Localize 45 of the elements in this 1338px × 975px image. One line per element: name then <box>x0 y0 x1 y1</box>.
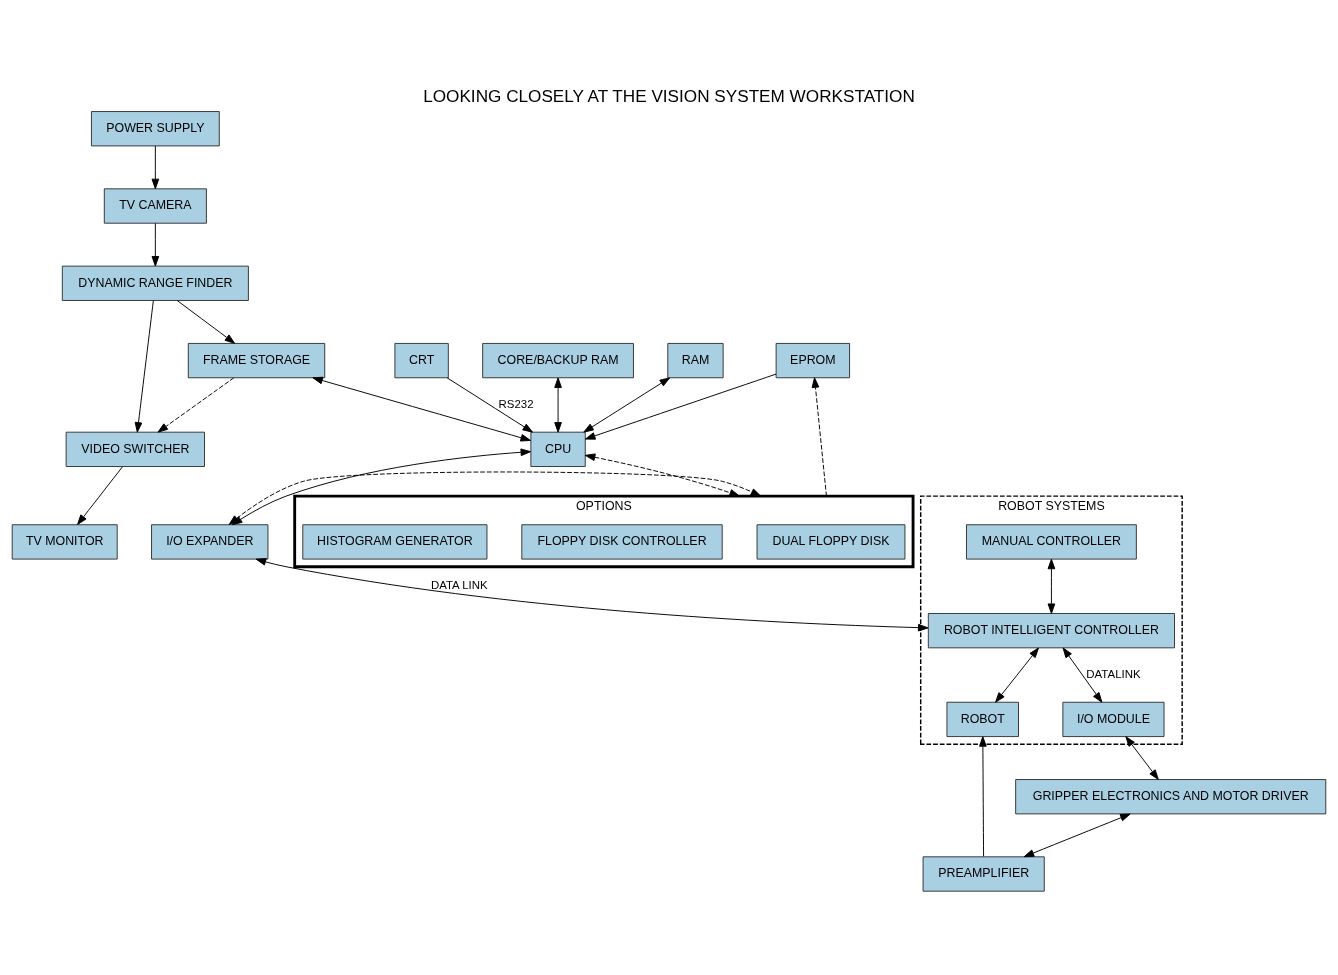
edge-label: DATALINK <box>1086 667 1141 680</box>
arrow <box>134 299 154 433</box>
node-box: TV CAMERA <box>103 187 207 224</box>
node-box: FLOPPY DISK CONTROLLER <box>521 523 723 560</box>
arrow <box>1023 813 1131 857</box>
node-box: FRAME STORAGE <box>187 342 326 378</box>
node-box: CRT <box>394 342 449 378</box>
edge-label: DATA LINK <box>430 578 488 591</box>
arrow <box>446 376 533 433</box>
node-box: EPROM <box>775 342 851 378</box>
arrow <box>77 465 123 525</box>
arrow <box>151 222 160 266</box>
arrow <box>584 373 777 440</box>
arrow <box>1125 735 1159 780</box>
arrow <box>312 376 531 441</box>
diagram-title: LOOKING CLOSELY AT THE VISION SYSTEM WORKSTATION <box>423 85 915 106</box>
node-box: ROBOT INTELLIGENT CONTROLLER <box>927 612 1175 648</box>
arrow <box>151 145 160 189</box>
arrow <box>1047 558 1056 614</box>
arrow <box>583 376 671 433</box>
arrow <box>811 376 827 497</box>
arrow <box>1062 647 1103 703</box>
arrow <box>255 557 929 631</box>
node-box: RAM <box>667 342 724 378</box>
node-box: VIDEO SWITCHER <box>65 431 205 467</box>
arrow <box>979 735 987 857</box>
arrow <box>554 376 562 433</box>
node-box: MANUAL CONTROLLER <box>966 523 1137 560</box>
node-box: TV MONITOR <box>11 523 118 560</box>
node-box: DUAL FLOPPY DISK <box>756 523 906 560</box>
node-box: HISTOGRAM GENERATOR <box>302 523 488 560</box>
arrow <box>995 647 1039 703</box>
node-box: I/O MODULE <box>1062 701 1165 737</box>
node-box: POWER SUPPLY <box>90 110 220 146</box>
arrow <box>176 299 236 344</box>
node-box: GRIPPER ELECTRONICS AND MOTOR DRIVER <box>1015 778 1327 814</box>
node-box: ROBOT <box>946 701 1019 737</box>
node-box: DYNAMIC RANGE FINDER <box>61 265 249 301</box>
node-box: CPU <box>530 431 586 467</box>
node-box: PREAMPLIFIER <box>922 855 1045 892</box>
edge-label: RS232 <box>498 397 534 410</box>
node-box: I/O EXPANDER <box>151 523 269 560</box>
arrow <box>584 452 740 497</box>
node-box: CORE/BACKUP RAM <box>482 342 634 378</box>
arrow <box>157 376 235 433</box>
